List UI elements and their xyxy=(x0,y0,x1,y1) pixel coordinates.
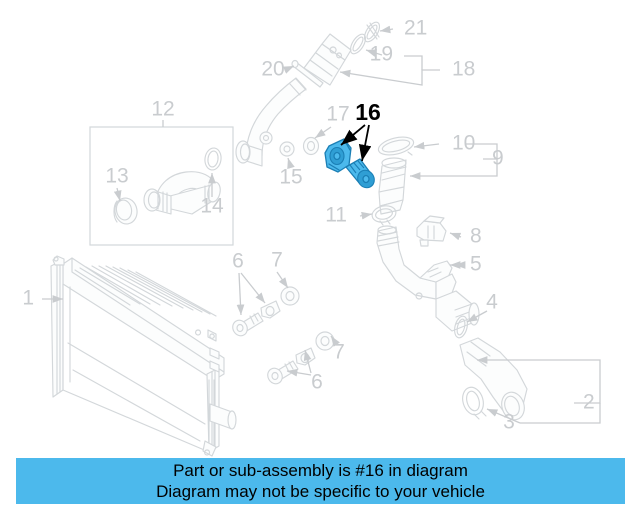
leader-10 xyxy=(413,141,440,150)
leader-9-bracket xyxy=(465,143,498,160)
callout-label-1: 1 xyxy=(22,287,34,310)
callout-label-14: 14 xyxy=(200,195,224,218)
bushing-7-upper xyxy=(280,286,300,306)
callout-label-12: 12 xyxy=(151,98,174,121)
leader-18-lower xyxy=(339,69,440,86)
callout-label-19: 19 xyxy=(370,43,393,66)
callout-label-13: 13 xyxy=(105,165,128,188)
pipe-kit-box-group xyxy=(89,126,234,246)
o-ring-4 xyxy=(454,315,468,339)
top-connector-group xyxy=(303,21,381,86)
callout-label-9: 9 xyxy=(492,147,504,170)
leader-9 xyxy=(410,159,498,180)
callout-label-8: 8 xyxy=(470,225,482,248)
callout-label-16: 16 xyxy=(355,99,381,125)
spring-clamp-11 xyxy=(371,205,397,226)
callout-label-3: 3 xyxy=(503,411,515,434)
callout-label-10: 10 xyxy=(452,132,475,155)
seal-ring-10 xyxy=(377,136,415,156)
bolt-6-lower xyxy=(267,360,299,385)
highlighted-part-16 xyxy=(324,138,375,189)
hose-clamp-3 xyxy=(462,386,487,420)
leader-7b xyxy=(330,335,341,347)
callout-label-6b: 6 xyxy=(311,371,323,394)
banner-line-2: Diagram may not be specific to your vehi… xyxy=(156,482,485,501)
leader-2 xyxy=(477,356,601,404)
leader-lines xyxy=(42,25,601,424)
lower-hose-2 xyxy=(459,337,528,421)
callout-label-4: 4 xyxy=(486,291,498,314)
leader-18-bracket xyxy=(404,55,423,70)
callout-label-7a: 7 xyxy=(271,249,283,272)
part-info-banner: Part or sub-assembly is #16 in diagram D… xyxy=(16,458,625,504)
right-pipe-group xyxy=(371,136,528,421)
callout-labels: 1 2 3 4 5 6 6 7 7 8 9 10 11 12 13 14 15 … xyxy=(22,17,594,434)
leader-13 xyxy=(113,187,122,202)
upper-left-pipe xyxy=(235,59,324,167)
leader-6a-1 xyxy=(236,272,245,316)
bushing-7-lower xyxy=(315,331,335,351)
gasket-19 xyxy=(349,33,367,55)
callout-label-17: 17 xyxy=(326,103,349,126)
callout-label-5: 5 xyxy=(470,253,482,276)
callout-label-15: 15 xyxy=(279,166,302,189)
leader-3-bracket xyxy=(520,403,601,424)
leader-6a-2 xyxy=(240,272,266,304)
leader-8 xyxy=(449,232,462,241)
callout-label-6a: 6 xyxy=(232,250,244,273)
leader-11 xyxy=(359,211,373,220)
charge-air-cooler-1 xyxy=(50,255,237,457)
leader-3 xyxy=(486,408,521,424)
sleeve-coupler-13 xyxy=(113,197,138,225)
leader-21 xyxy=(379,25,394,34)
callout-label-7b: 7 xyxy=(333,341,345,364)
gasket-21 xyxy=(363,21,381,43)
leader-16-b xyxy=(358,124,372,162)
leader-4 xyxy=(466,310,488,323)
callout-label-2: 2 xyxy=(583,391,595,414)
leader-7a xyxy=(276,271,289,289)
leader-6b-1 xyxy=(286,368,312,377)
washer-spacer-17 xyxy=(302,136,320,156)
bolt-6-upper xyxy=(232,312,264,337)
o-ring-14 xyxy=(204,147,222,171)
callout-label-18: 18 xyxy=(452,58,475,81)
leader-16-a xyxy=(340,124,366,146)
leader-17 xyxy=(314,126,332,139)
leader-20 xyxy=(282,65,295,74)
callout-label-20: 20 xyxy=(261,58,284,81)
callout-label-21: 21 xyxy=(404,17,427,40)
banner-line-1: Part or sub-assembly is #16 in diagram xyxy=(173,461,468,480)
callout-label-11: 11 xyxy=(325,204,347,227)
leader-19 xyxy=(365,49,383,57)
pipe-kit-hose xyxy=(143,171,221,215)
leader-15 xyxy=(287,157,295,170)
pressure-sensor-8 xyxy=(416,215,447,247)
leader-6b-2 xyxy=(303,349,312,374)
pipe-kit-box-frame xyxy=(89,126,234,246)
bushing-6-upper xyxy=(260,300,281,319)
